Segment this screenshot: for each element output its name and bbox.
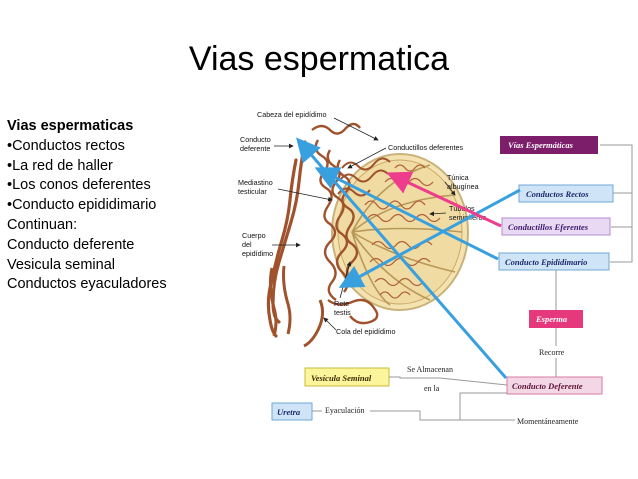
pointer-arrows bbox=[296, 137, 521, 379]
svg-text:Conductillos deferentes: Conductillos deferentes bbox=[388, 143, 464, 152]
schema-rectos-box: Conductos Rectos bbox=[518, 184, 614, 203]
schema-eferentes-box: Conductillos Eferentes bbox=[501, 217, 611, 236]
svg-text:deferente: deferente bbox=[240, 144, 270, 153]
svg-text:Conductos Rectos: Conductos Rectos bbox=[526, 189, 589, 199]
schema-recorre: Recorre bbox=[539, 348, 565, 357]
schema-se-almacenan: Se Almacenan bbox=[407, 365, 453, 374]
svg-text:Cuerpo: Cuerpo bbox=[242, 231, 266, 240]
arrow-rectos bbox=[338, 188, 521, 288]
svg-text:Mediastino: Mediastino bbox=[238, 178, 273, 187]
schema-en-la: en la bbox=[424, 384, 440, 393]
svg-text:Conducto Epididimario: Conducto Epididimario bbox=[505, 257, 587, 267]
schema-eyaculacion: Eyaculación bbox=[325, 406, 365, 415]
slide-title: Vias espermatica bbox=[188, 40, 450, 78]
continuation-label: Continuan: bbox=[7, 216, 78, 233]
continuation-item: Vesicula seminal bbox=[7, 256, 115, 273]
svg-text:Cabeza del epidídimo: Cabeza del epidídimo bbox=[257, 110, 327, 119]
svg-text:Vesícula Seminal: Vesícula Seminal bbox=[311, 373, 372, 383]
svg-text:testis: testis bbox=[334, 308, 351, 317]
arrow-epididimario bbox=[314, 167, 499, 261]
schema-epididimario-box: Conducto Epididimario bbox=[498, 252, 610, 271]
schema-vias-box: Vías Espermáticas bbox=[500, 136, 598, 154]
continuation-item: Conducto deferente bbox=[7, 236, 135, 253]
continuation-item: Conductos eyaculadores bbox=[7, 276, 167, 293]
text-block: Vias espermaticas •Conductos rectos •La … bbox=[7, 117, 207, 295]
svg-text:Conducto Deferente: Conducto Deferente bbox=[512, 381, 583, 391]
schema-uretra-box: Uretra bbox=[271, 402, 313, 421]
svg-text:del: del bbox=[242, 240, 252, 249]
bullet-item: •La red de haller bbox=[7, 157, 113, 174]
schema-vesicula-box: Vesícula Seminal bbox=[304, 367, 390, 387]
text-heading: Vias espermaticas bbox=[7, 118, 134, 134]
svg-text:Túnica: Túnica bbox=[447, 173, 469, 182]
svg-text:Conducto: Conducto bbox=[240, 135, 271, 144]
svg-text:Esperma: Esperma bbox=[535, 314, 568, 324]
schema-deferente-box: Conducto Deferente bbox=[506, 376, 603, 395]
svg-text:Vías Espermáticas: Vías Espermáticas bbox=[508, 140, 574, 150]
svg-text:Cola del epidídimo: Cola del epidídimo bbox=[336, 327, 396, 336]
schema-esperma-box: Esperma bbox=[529, 310, 583, 328]
bullet-item: •Conducto epididimario bbox=[7, 197, 157, 214]
svg-text:Rete: Rete bbox=[334, 299, 349, 308]
arrow-eferentes bbox=[386, 171, 502, 228]
bullet-item: •Conductos rectos bbox=[7, 137, 125, 154]
bullet-item: •Los conos deferentes bbox=[7, 177, 151, 194]
svg-text:testicular: testicular bbox=[238, 187, 267, 196]
schema-connectors bbox=[312, 144, 633, 421]
schema-momentaneamente: Momentáneamente bbox=[517, 417, 579, 426]
svg-text:Conductillos Eferentes: Conductillos Eferentes bbox=[508, 222, 589, 232]
svg-text:Uretra: Uretra bbox=[277, 407, 301, 417]
svg-text:epidídimo: epidídimo bbox=[242, 249, 273, 258]
svg-text:albugínea: albugínea bbox=[447, 182, 479, 191]
